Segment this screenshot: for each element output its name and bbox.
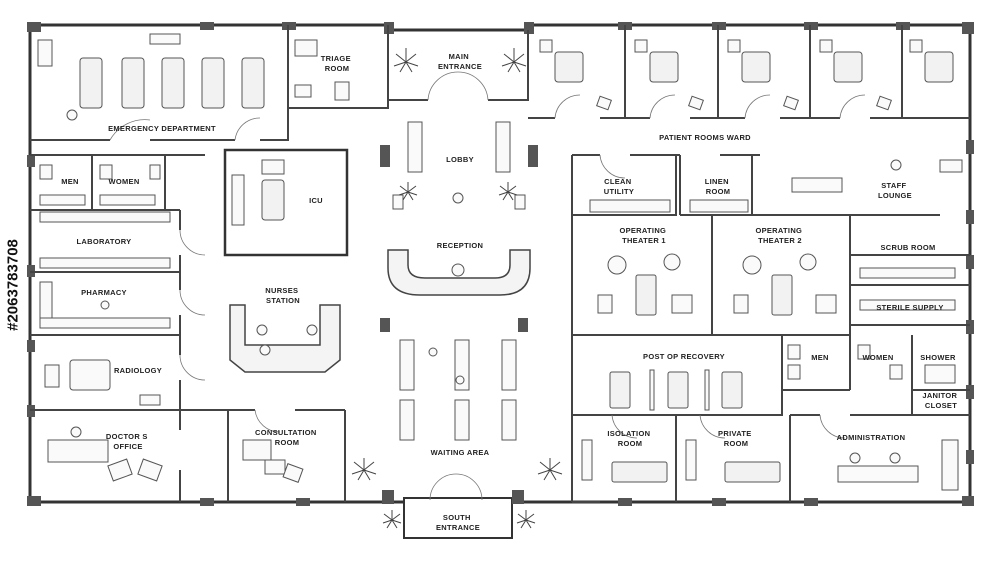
- label-triage-room: TRIAGE ROOM: [321, 54, 354, 73]
- label-patient-rooms-ward: PATIENT ROOMS WARD: [659, 133, 751, 142]
- label-reception: RECEPTION: [437, 241, 483, 250]
- label-scrub-room: SCRUB ROOM: [880, 243, 935, 252]
- label-women-left: WOMEN: [108, 177, 139, 186]
- interior-walls: [30, 25, 970, 503]
- label-icu: ICU: [309, 196, 323, 205]
- patient-room-beds: [539, 39, 954, 111]
- label-laboratory: LABORATORY: [77, 237, 132, 246]
- label-private-room: PRIVATE ROOM: [718, 429, 754, 448]
- label-janitor-closet: JANITOR CLOSET: [922, 391, 959, 410]
- label-consultation-room: CONSULTATION ROOM: [255, 428, 319, 447]
- right-room-fixtures: [581, 159, 963, 491]
- emergency-beds: [37, 33, 350, 121]
- label-linen-room: LINEN ROOM: [705, 177, 731, 196]
- operating-equipment: [597, 253, 956, 316]
- lobby-furniture: [392, 121, 526, 210]
- label-waiting-area: WAITING AREA: [431, 448, 490, 457]
- label-staff-lounge: STAFF LOUNGE: [878, 181, 912, 200]
- nurses-station-desk: [229, 304, 341, 373]
- label-men-left: MEN: [61, 177, 79, 186]
- label-emergency-department: EMERGENCY DEPARTMENT: [108, 124, 216, 133]
- label-sterile-supply: STERILE SUPPLY: [876, 303, 943, 312]
- label-main-entrance: MAIN ENTRANCE: [438, 52, 482, 71]
- label-operating-theater-2: OPERATING THEATER 2: [755, 226, 804, 245]
- room-labels: EMERGENCY DEPARTMENT TRIAGE ROOM MAIN EN…: [61, 52, 959, 532]
- label-nurses-station: NURSES STATION: [265, 286, 300, 305]
- label-radiology: RADIOLOGY: [114, 366, 162, 375]
- label-post-op-recovery: POST OP RECOVERY: [643, 352, 725, 361]
- label-shower: SHOWER: [920, 353, 956, 362]
- label-administration: ADMINISTRATION: [837, 433, 906, 442]
- label-pharmacy: PHARMACY: [81, 288, 127, 297]
- reception-desk: [387, 249, 531, 296]
- icu-bed: [231, 159, 285, 226]
- recovery-beds: [609, 369, 743, 411]
- stock-watermark: #2063783708: [0, 0, 30, 563]
- label-lobby: LOBBY: [446, 155, 474, 164]
- label-operating-theater-1: OPERATING THEATER 1: [619, 226, 668, 245]
- label-south-entrance: SOUTH ENTRANCE: [436, 513, 480, 532]
- label-men-right: MEN: [811, 353, 829, 362]
- label-isolation-room: ISOLATION ROOM: [607, 429, 652, 448]
- label-doctors-office: DOCTOR S OFFICE: [106, 432, 150, 451]
- potted-plants: [351, 48, 563, 529]
- left-room-fixtures: [39, 164, 304, 483]
- wall-columns: [27, 22, 974, 506]
- label-women-right: WOMEN: [862, 353, 893, 362]
- watermark-id: #2063783708: [4, 239, 22, 331]
- label-clean-utility: CLEAN UTILITY: [604, 177, 634, 196]
- door-swings: [109, 71, 866, 501]
- waiting-chairs: [399, 339, 517, 441]
